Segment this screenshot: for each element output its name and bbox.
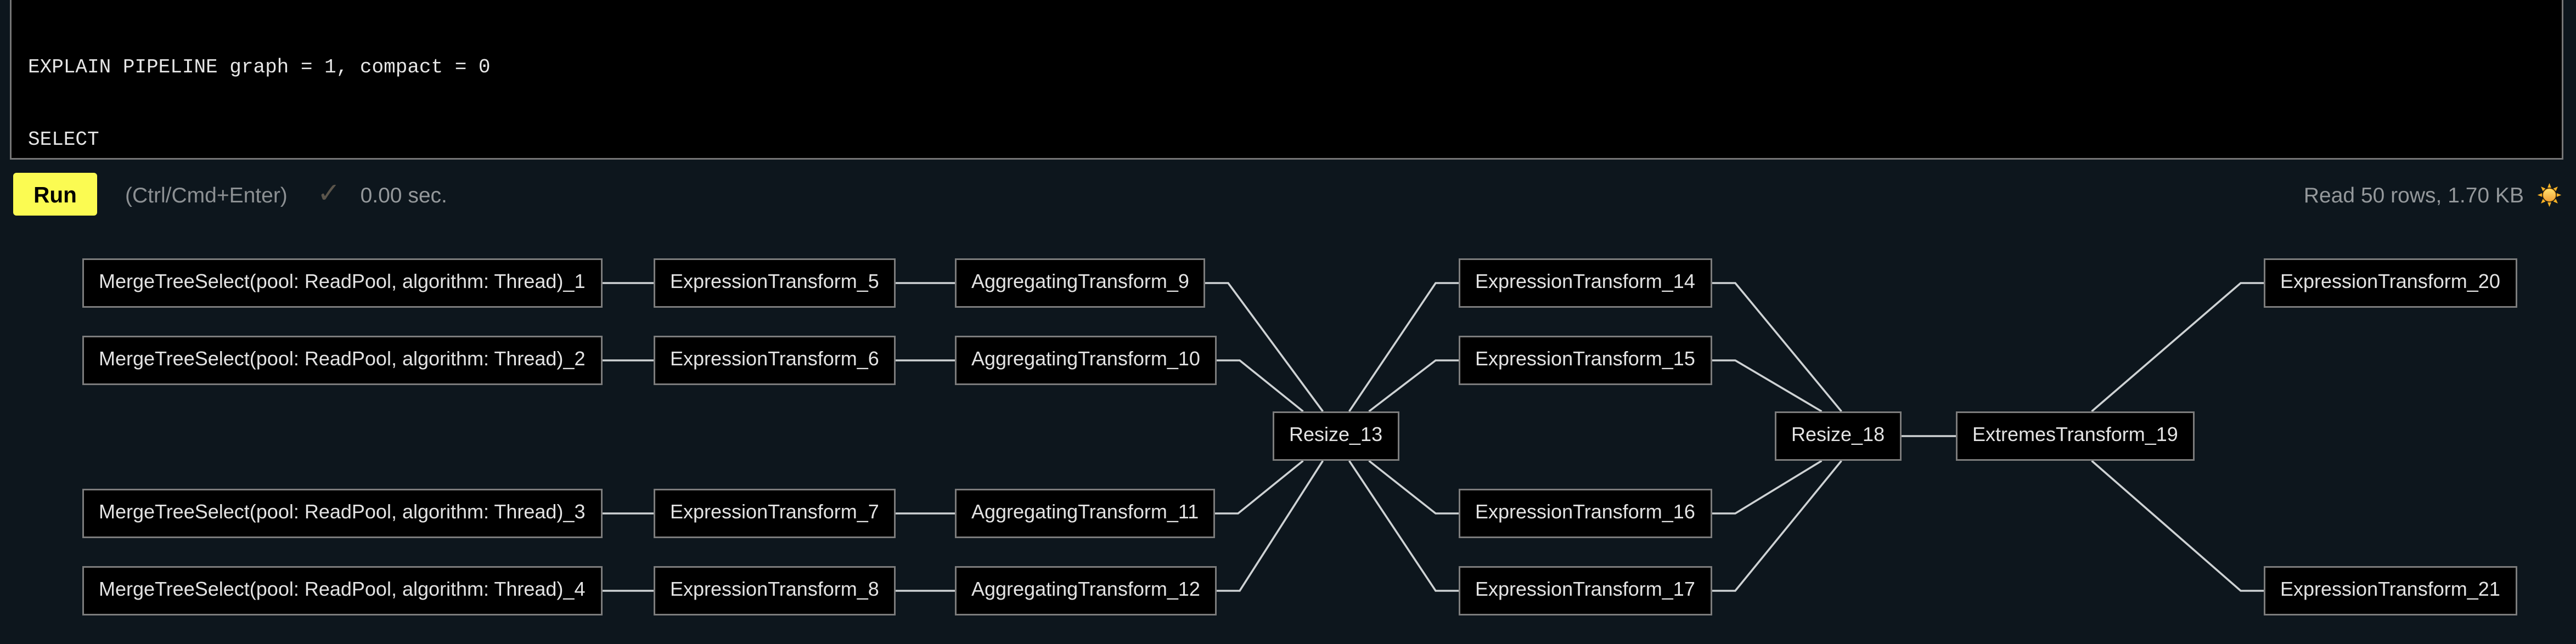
pipeline-node-agg11: AggregatingTransform_11: [955, 489, 1216, 538]
sql-line: SELECT: [28, 128, 99, 151]
read-stats: Read 50 rows, 1.70 KB: [2303, 182, 2524, 207]
pipeline-node-et7: ExpressionTransform_7: [654, 489, 896, 538]
pipeline-node-et8: ExpressionTransform_8: [654, 566, 896, 615]
pipeline-node-et16: ExpressionTransform_16: [1459, 489, 1712, 538]
pipeline-node-et21: ExpressionTransform_21: [2264, 566, 2517, 615]
success-check-icon: ✓: [317, 178, 341, 211]
elapsed-time: 0.00 sec.: [360, 182, 447, 207]
pipeline-edge-agg9-resize13: [1205, 282, 1324, 413]
pipeline-node-mts3: MergeTreeSelect(pool: ReadPool, algorith…: [82, 489, 602, 538]
pipeline-node-mts2: MergeTreeSelect(pool: ReadPool, algorith…: [82, 336, 602, 385]
pipeline-edge-et14-resize18: [1712, 282, 1842, 413]
pipeline-node-agg10: AggregatingTransform_10: [955, 336, 1217, 385]
pipeline-node-agg12: AggregatingTransform_12: [955, 566, 1217, 615]
pipeline-node-ext19: ExtremesTransform_19: [1956, 411, 2195, 461]
pipeline-edge-resize13-et16: [1368, 460, 1459, 515]
pipeline-node-et6: ExpressionTransform_6: [654, 336, 896, 385]
pipeline-node-et15: ExpressionTransform_15: [1459, 336, 1712, 385]
pipeline-node-agg9: AggregatingTransform_9: [955, 258, 1206, 308]
sql-line: EXPLAIN PIPELINE graph = 1, compact = 0: [28, 56, 491, 80]
pipeline-edge-ext19-et21: [2091, 460, 2264, 592]
pipeline-node-resize18: Resize_18: [1775, 411, 1902, 461]
pipeline-edge-resize13-et14: [1348, 282, 1459, 413]
run-button[interactable]: Run: [13, 173, 97, 216]
pipeline-node-mts1: MergeTreeSelect(pool: ReadPool, algorith…: [82, 258, 602, 308]
pipeline-node-et20: ExpressionTransform_20: [2264, 258, 2517, 308]
pipeline-edge-et17-resize18: [1712, 460, 1842, 592]
run-shortcut-hint: (Ctrl/Cmd+Enter): [125, 182, 288, 207]
pipeline-edge-resize13-et15: [1368, 359, 1459, 413]
theme-sun-icon[interactable]: [2537, 182, 2562, 207]
pipeline-edge-et16-resize18: [1712, 460, 1823, 515]
pipeline-edge-agg10-resize13: [1217, 359, 1304, 413]
pipeline-node-mts4: MergeTreeSelect(pool: ReadPool, algorith…: [82, 566, 602, 615]
pipeline-node-et14: ExpressionTransform_14: [1459, 258, 1712, 308]
toolbar: Run (Ctrl/Cmd+Enter) ✓ 0.00 sec. Read 50…: [13, 173, 2562, 216]
pipeline-node-et5: ExpressionTransform_5: [654, 258, 896, 308]
pipeline-edge-ext19-et20: [2091, 282, 2264, 413]
pipeline-edge-agg12-resize13: [1217, 460, 1324, 592]
sql-editor[interactable]: EXPLAIN PIPELINE graph = 1, compact = 0 …: [10, 0, 2563, 160]
pipeline-edge-agg11-resize13: [1215, 460, 1304, 515]
pipeline-node-et17: ExpressionTransform_17: [1459, 566, 1712, 615]
pipeline-edge-resize13-et17: [1348, 460, 1459, 592]
pipeline-node-resize13: Resize_13: [1273, 411, 1399, 461]
pipeline-edge-et15-resize18: [1712, 359, 1823, 413]
